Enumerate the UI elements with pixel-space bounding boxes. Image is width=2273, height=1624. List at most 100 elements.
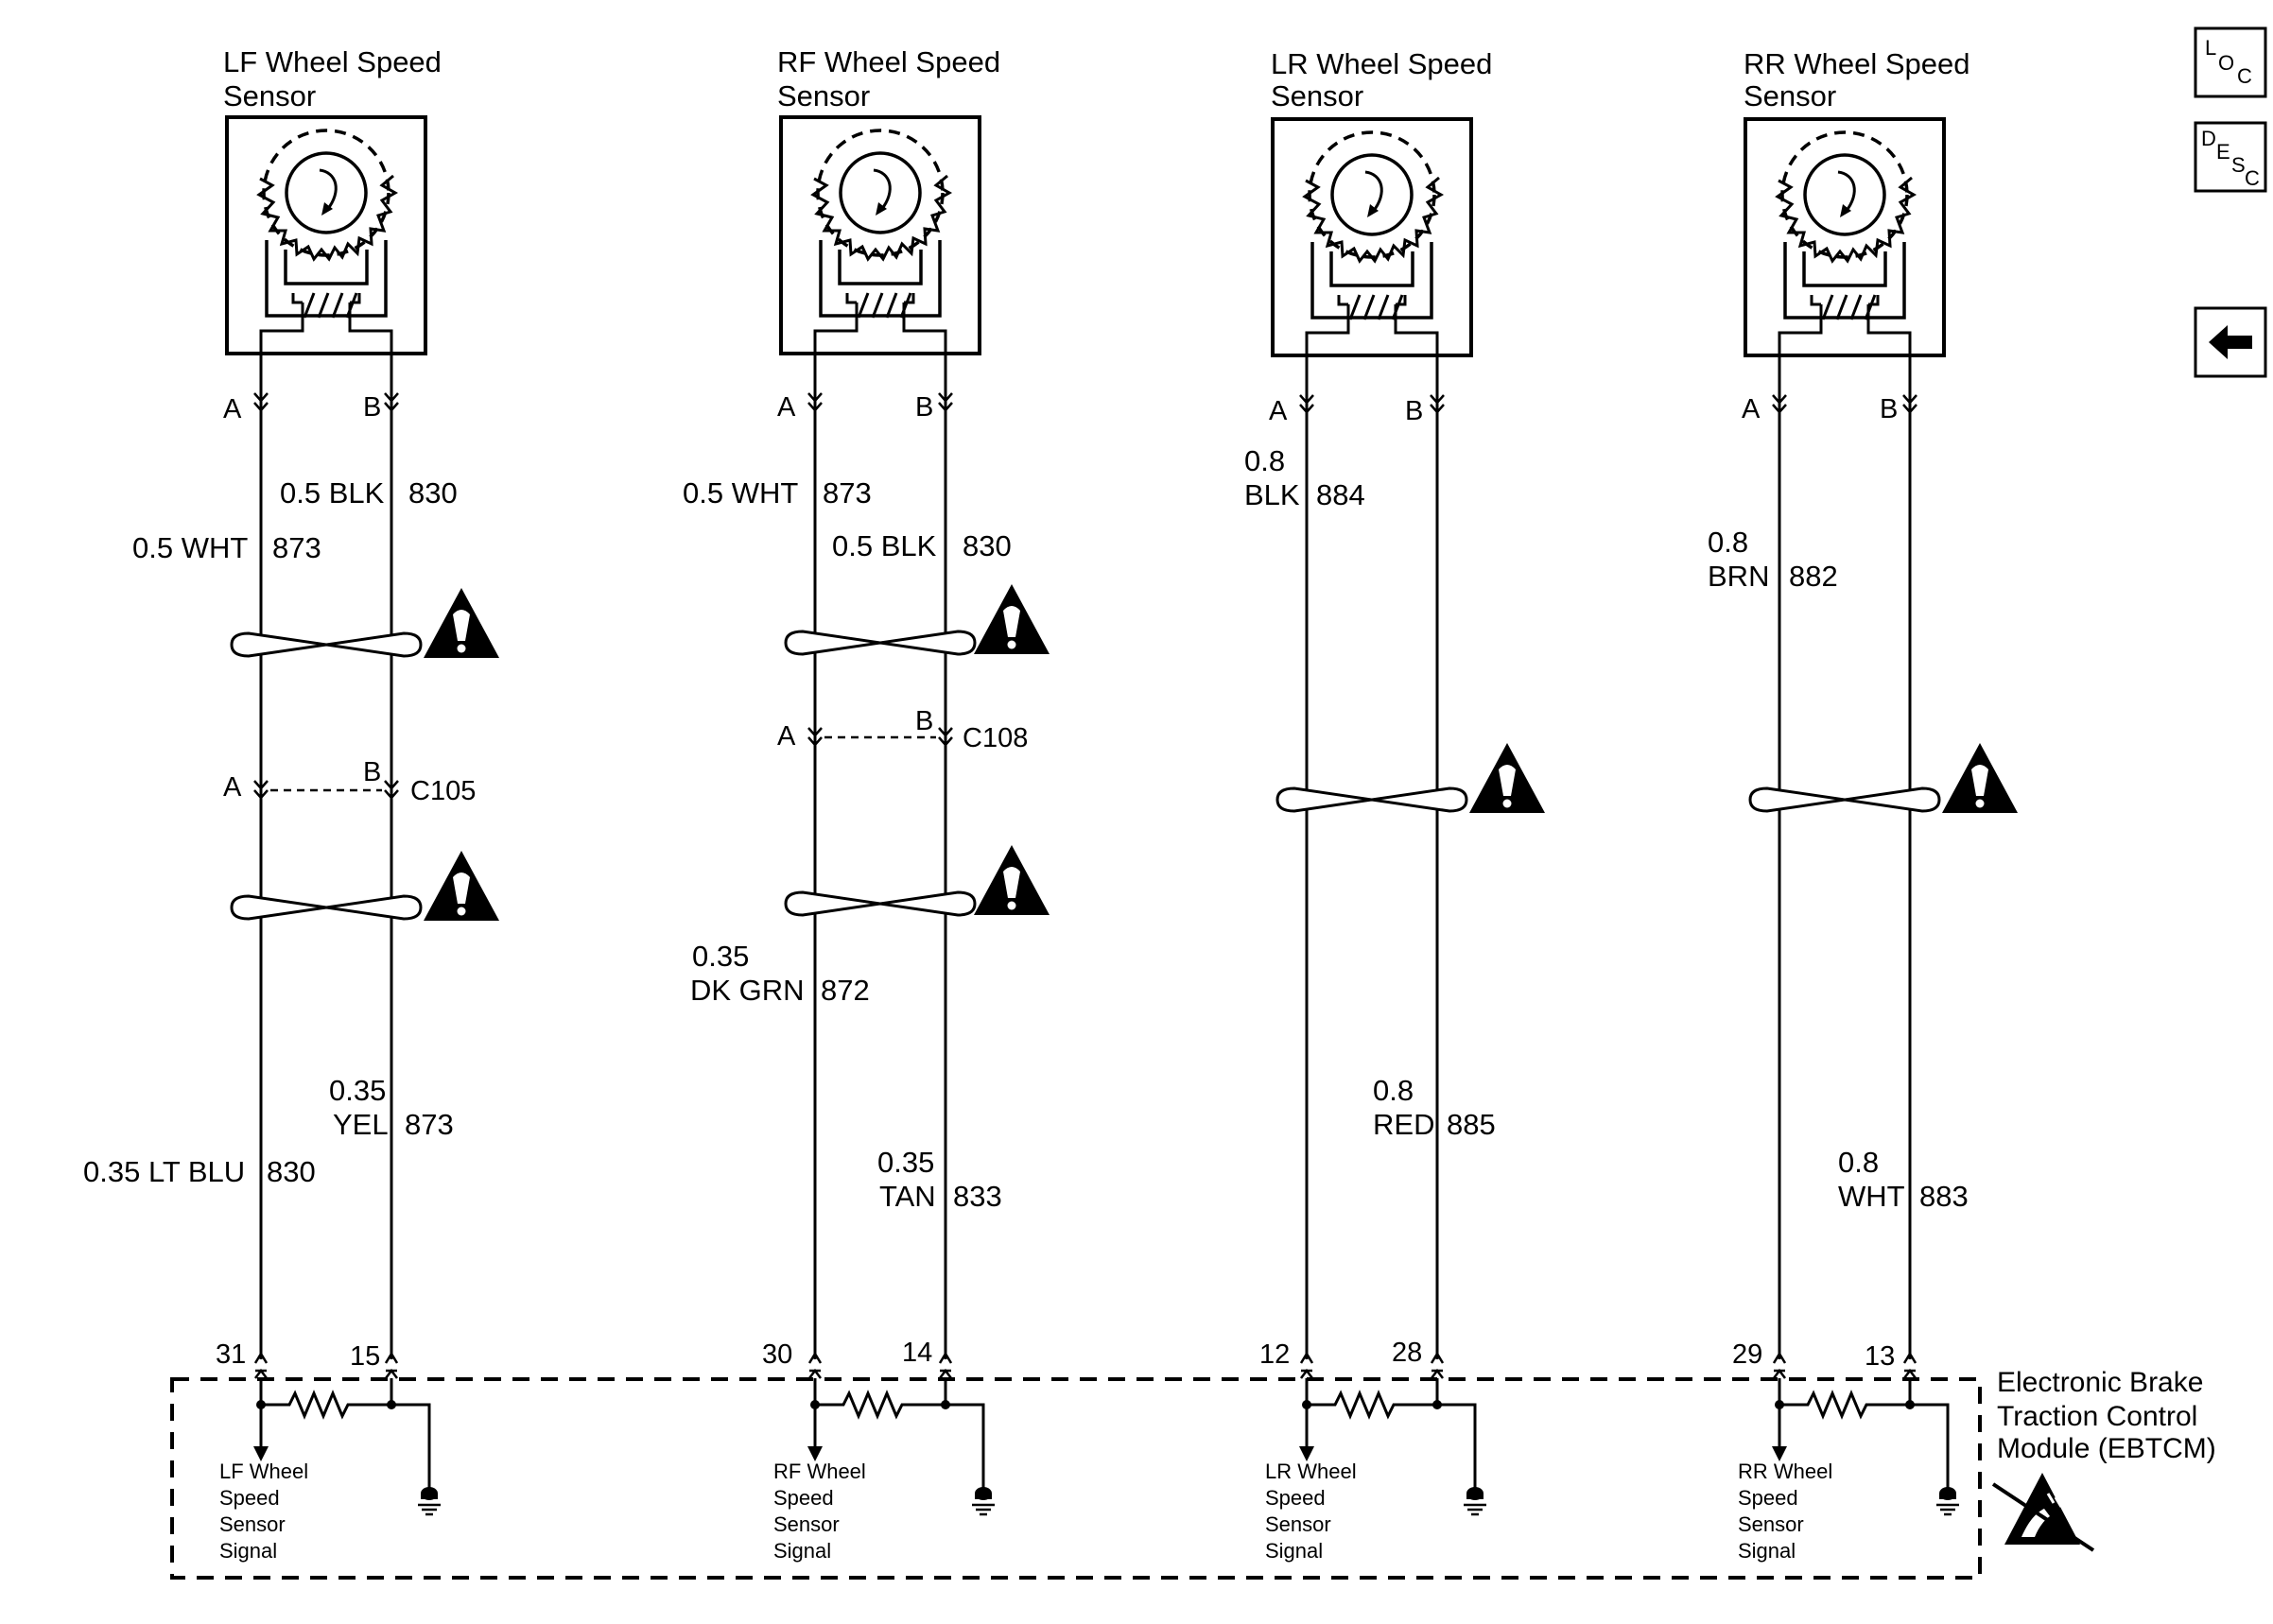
rf-lower-b-circuit: 833 <box>953 1180 1002 1213</box>
lf-module-pin-b-label: 15 <box>350 1341 380 1372</box>
rf-wheel-speed-sensor[interactable] <box>779 115 981 355</box>
rf-sensor-group: RF Wheel Speed Sensor A B 0.5 WHT 873 0.… <box>683 45 1050 1563</box>
lr-module-pin-a-label: 12 <box>1259 1339 1290 1370</box>
rf-c108-b-label: B <box>915 706 933 736</box>
lr-wire-a-circuit: 884 <box>1316 478 1365 511</box>
lf-upper-a-size: 0.5 WHT <box>132 531 248 564</box>
lr-wire-a-size: 0.8 <box>1244 444 1285 477</box>
back-button[interactable] <box>2194 306 2267 378</box>
desc-char-4: C <box>2245 166 2260 190</box>
rf-upper-a-circuit: 873 <box>823 476 872 510</box>
rf-signal-label-2: Speed <box>773 1486 834 1510</box>
rf-sensor-title: RF Wheel Speed <box>777 45 1000 78</box>
rr-twisted-pair <box>1748 786 1941 813</box>
rr-wire-a-color: BRN <box>1708 560 1769 593</box>
lf-signal-label-2: Speed <box>219 1486 280 1510</box>
desc-char-1: D <box>2201 127 2216 150</box>
rr-load-resistor <box>1779 1390 1950 1492</box>
lf-lower-b-size: 0.35 <box>329 1074 386 1107</box>
desc-char-3: S <box>2231 153 2246 177</box>
rf-signal-label-1: RF Wheel <box>773 1460 866 1483</box>
lf-sensor-title-line2: Sensor <box>223 79 316 112</box>
lf-c105-a-label: A <box>223 772 242 803</box>
lf-upper-b-circuit: 830 <box>408 476 458 510</box>
rf-load-resistor <box>815 1390 985 1492</box>
rf-lower-a-color: DK GRN <box>690 974 805 1007</box>
lf-connector-c105[interactable]: C105 <box>410 776 476 806</box>
rr-ground-icon <box>1935 1485 1961 1516</box>
lr-ground-icon <box>1462 1485 1488 1516</box>
lf-caution-icon-upper[interactable] <box>424 588 499 658</box>
rr-sensor-group: RR Wheel Speed Sensor A B 0.8 BRN 882 0.… <box>1708 47 2018 1563</box>
loc-char-3: C <box>2237 64 2252 88</box>
rr-module-pin-b-label: 13 <box>1865 1341 1895 1372</box>
left-arrow-icon <box>2209 325 2252 359</box>
lf-lower-b-circuit: 873 <box>405 1108 454 1141</box>
rf-signal-label-3: Sensor <box>773 1512 840 1536</box>
rf-sensor-title-line2: Sensor <box>777 79 870 112</box>
rr-wire-a-circuit: 882 <box>1789 560 1838 593</box>
loc-button[interactable]: L O C <box>2194 26 2267 98</box>
lf-load-resistor <box>261 1390 431 1492</box>
rf-upper-b-size: 0.5 BLK <box>832 529 937 562</box>
rr-signal-label-3: Sensor <box>1738 1512 1804 1536</box>
rf-twisted-pair-lower <box>784 890 977 917</box>
ebtcm-module-boundary <box>170 1377 1982 1580</box>
rr-signal-arrow <box>1772 1446 1787 1461</box>
lr-sensor-title: LR Wheel Speed <box>1271 47 1492 80</box>
lr-terminal-a-label: A <box>1269 396 1288 426</box>
lf-sensor-title: LF Wheel Speed <box>223 45 442 78</box>
lf-twisted-pair-upper <box>230 631 423 658</box>
module-name-line3: Module (EBTCM) <box>1997 1433 2216 1464</box>
rr-wheel-speed-sensor[interactable] <box>1744 117 1946 357</box>
desc-button[interactable]: D E S C <box>2194 121 2267 193</box>
lf-signal-label-3: Sensor <box>219 1512 286 1536</box>
lf-lower-a-circuit: 830 <box>267 1155 316 1188</box>
rf-caution-icon-upper[interactable] <box>974 584 1050 654</box>
rf-module-pin-a-label: 30 <box>762 1339 792 1370</box>
rr-sensor-title: RR Wheel Speed <box>1744 47 1970 80</box>
lf-signal-arrow <box>253 1446 269 1461</box>
rf-lower-a-size: 0.35 <box>692 940 749 973</box>
rr-signal-label-1: RR Wheel <box>1738 1460 1832 1483</box>
rf-signal-label-4: Signal <box>773 1539 831 1563</box>
lr-terminal-b-label: B <box>1405 396 1423 426</box>
lr-sensor-title-line2: Sensor <box>1271 79 1363 112</box>
lr-module-pin-b-label: 28 <box>1392 1338 1422 1368</box>
loc-char-2: O <box>2218 51 2234 75</box>
rf-lower-b-size: 0.35 <box>877 1146 934 1179</box>
rr-wire-b-color: WHT <box>1838 1180 1905 1213</box>
lf-signal-label-1: LF Wheel <box>219 1460 308 1483</box>
rf-c108-a-label: A <box>777 721 796 752</box>
rf-connector-c108[interactable]: C108 <box>963 723 1028 753</box>
rr-signal-label-4: Signal <box>1738 1539 1796 1563</box>
rr-terminal-a-label: A <box>1742 394 1761 424</box>
rf-lower-b-color: TAN <box>879 1180 936 1213</box>
rr-terminal-b-label: B <box>1880 394 1898 424</box>
rr-module-pin-a-label: 29 <box>1732 1339 1762 1370</box>
lf-terminal-a-label: A <box>223 394 242 424</box>
rr-wire-a-size: 0.8 <box>1708 526 1748 559</box>
rr-wire-b-circuit: 883 <box>1919 1180 1969 1213</box>
rr-caution-icon[interactable] <box>1942 743 2018 813</box>
lf-wheel-speed-sensor[interactable] <box>225 115 427 355</box>
rf-lower-a-circuit: 872 <box>821 974 870 1007</box>
lr-wire-a-color: BLK <box>1244 478 1300 511</box>
rr-signal-label-2: Speed <box>1738 1486 1798 1510</box>
lr-wire-b-size: 0.8 <box>1373 1074 1414 1107</box>
lf-c105-b-label: B <box>363 757 381 787</box>
desc-char-2: E <box>2216 140 2230 164</box>
module-name-line1: Electronic Brake <box>1997 1367 2203 1398</box>
lr-wire-b-circuit: 885 <box>1447 1108 1496 1141</box>
lr-signal-label-1: LR Wheel <box>1265 1460 1357 1483</box>
rf-signal-arrow <box>807 1446 823 1461</box>
lf-caution-icon-lower[interactable] <box>424 851 499 921</box>
lr-wheel-speed-sensor[interactable] <box>1271 117 1473 357</box>
rf-terminal-a-label: A <box>777 392 796 423</box>
module-name-line2: Traction Control <box>1997 1401 2197 1432</box>
lr-caution-icon[interactable] <box>1469 743 1545 813</box>
lr-signal-label-3: Sensor <box>1265 1512 1331 1536</box>
lf-signal-label-4: Signal <box>219 1539 277 1563</box>
rf-caution-icon-lower[interactable] <box>974 845 1050 915</box>
